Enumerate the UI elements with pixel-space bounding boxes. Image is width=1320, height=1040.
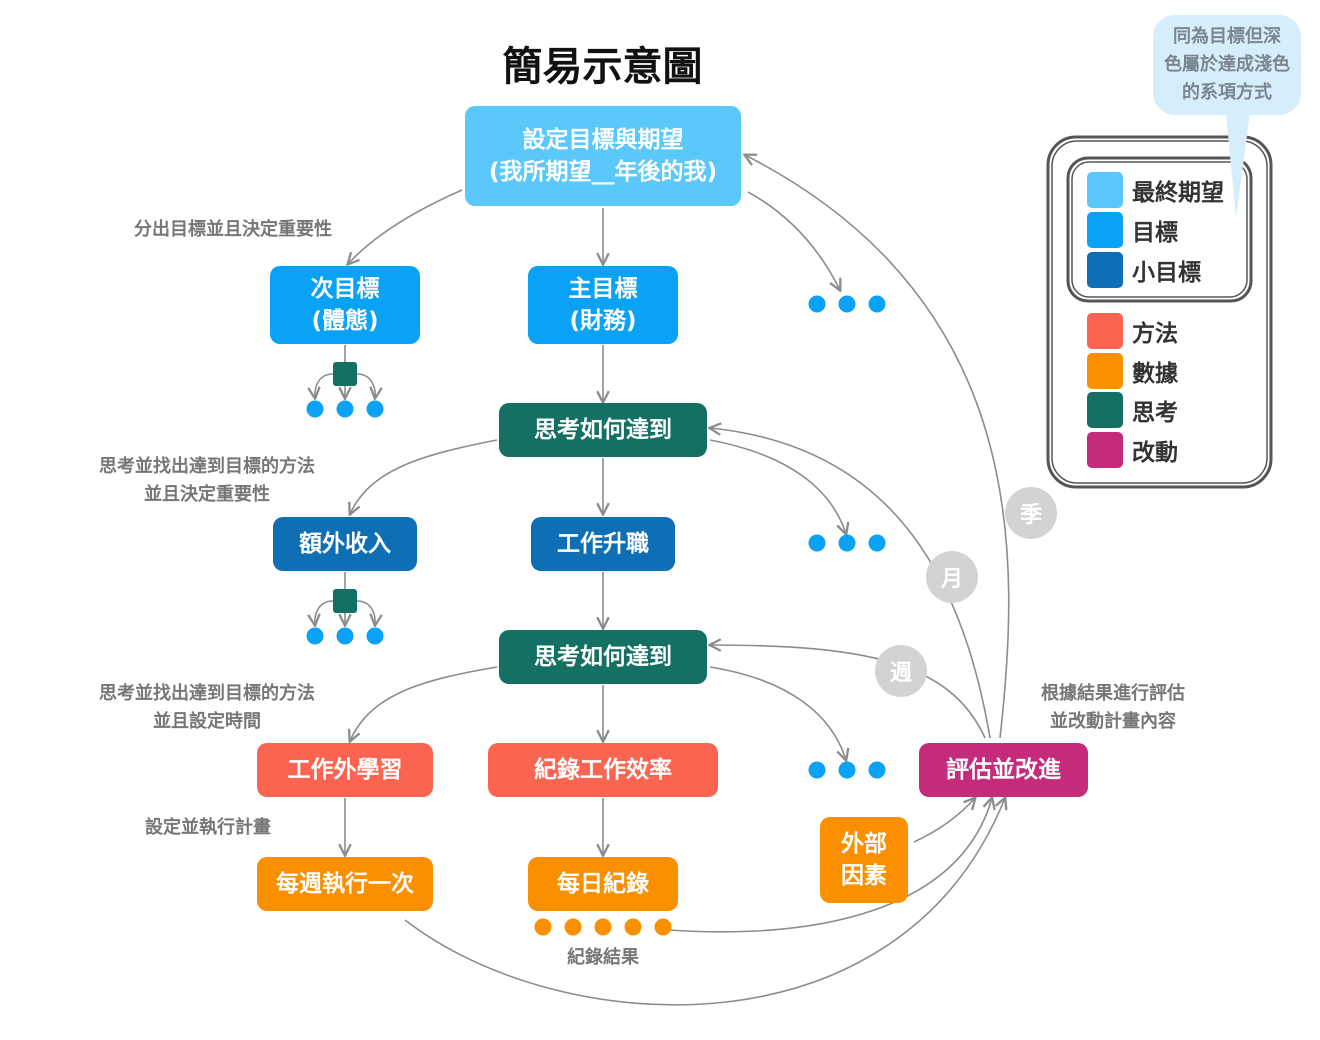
arrow-think2-to-learning bbox=[350, 666, 498, 741]
node-goal-root: 設定目標與期望 (我所期望__年後的我) bbox=[465, 106, 741, 206]
label-split-goals: 分出目標並且決定重要性 bbox=[134, 219, 332, 240]
arrow-think1-to-income bbox=[350, 439, 498, 514]
arrow-weekly-to-evaluate bbox=[404, 798, 1005, 1006]
more-dot bbox=[336, 627, 354, 645]
legend-swatch bbox=[1087, 353, 1123, 389]
legend-frame-inner-2 bbox=[1071, 161, 1248, 298]
legend-swatch bbox=[1087, 212, 1123, 248]
more-dot bbox=[838, 761, 856, 779]
more-dot bbox=[366, 400, 384, 418]
more-dot bbox=[306, 627, 324, 645]
legend-note: 同為目標但深 色屬於達成淺色 的系項方式 bbox=[1153, 15, 1301, 115]
arrow-external-to-evaluate bbox=[913, 798, 975, 843]
more-dot bbox=[808, 534, 826, 552]
label-record-result: 紀錄結果 bbox=[567, 947, 639, 968]
record-dot bbox=[534, 918, 552, 936]
legend-swatch bbox=[1087, 172, 1123, 208]
arrow-records-to-evaluate bbox=[667, 798, 992, 933]
more-dot bbox=[868, 295, 886, 313]
label-find-method-priority: 思考並找出達到目標的方法 並且決定重要性 bbox=[99, 456, 315, 505]
arrow-evaluate-to-root bbox=[745, 155, 1010, 739]
legend-item-method: 方法 bbox=[1087, 313, 1178, 349]
legend-label: 最終期望 bbox=[1132, 180, 1224, 206]
legend-item-goal: 目標 bbox=[1087, 212, 1178, 248]
arrow-evaluate-to-think2 bbox=[710, 645, 986, 739]
arrow-think1-to-more bbox=[709, 439, 846, 534]
more-dot bbox=[336, 400, 354, 418]
split-arrow-income-right bbox=[356, 600, 375, 625]
split-arrow-body-left bbox=[315, 373, 334, 398]
legend-label: 改動 bbox=[1132, 440, 1178, 466]
node-job-promotion: 工作升職 bbox=[531, 517, 675, 571]
more-dot bbox=[868, 761, 886, 779]
node-secondary-goal: 次目標 (體態) bbox=[270, 266, 420, 344]
split-think-square-income bbox=[333, 589, 357, 613]
legend-item-data: 數據 bbox=[1087, 353, 1178, 389]
label-find-method-time: 思考並找出達到目標的方法 並且設定時間 bbox=[99, 683, 315, 732]
arrow-root-to-secondary bbox=[348, 189, 463, 264]
legend-label: 方法 bbox=[1132, 321, 1178, 347]
more-dot bbox=[868, 534, 886, 552]
period-season-bubble: 季 bbox=[1005, 487, 1057, 539]
legend-label: 目標 bbox=[1132, 220, 1178, 246]
node-record-efficiency: 紀錄工作效率 bbox=[488, 743, 718, 797]
legend-frame-outer bbox=[1046, 135, 1273, 489]
node-think-2: 思考如何達到 bbox=[499, 630, 707, 684]
node-think-1: 思考如何達到 bbox=[499, 403, 707, 457]
node-weekly-once: 每週執行一次 bbox=[257, 857, 433, 911]
node-extra-income: 額外收入 bbox=[273, 517, 417, 571]
split-think-square-body bbox=[333, 362, 357, 386]
record-dot bbox=[564, 918, 582, 936]
legend-item-sub-goal: 小目標 bbox=[1087, 252, 1201, 288]
legend-item-change: 改動 bbox=[1087, 432, 1178, 468]
legend-label: 小目標 bbox=[1132, 260, 1201, 286]
more-dot bbox=[838, 534, 856, 552]
legend-label: 數據 bbox=[1132, 361, 1178, 387]
node-main-goal: 主目標 (財務) bbox=[528, 266, 678, 344]
period-month-bubble: 月 bbox=[926, 551, 978, 603]
legend-frame-inner bbox=[1066, 156, 1253, 303]
more-dot bbox=[838, 295, 856, 313]
label-set-execute-plan: 設定並執行計畫 bbox=[145, 817, 271, 838]
node-external-factors: 外部 因素 bbox=[820, 817, 908, 903]
arrow-think2-to-more bbox=[709, 666, 846, 760]
legend-frame-outer-2 bbox=[1051, 140, 1268, 484]
split-arrow-income-left bbox=[315, 600, 334, 625]
more-dot bbox=[808, 761, 826, 779]
period-week-bubble: 週 bbox=[875, 645, 927, 697]
legend-swatch bbox=[1087, 392, 1123, 428]
arrow-evaluate-to-think1 bbox=[710, 428, 991, 739]
record-dot bbox=[654, 918, 672, 936]
arrow-root-to-more bbox=[747, 191, 840, 290]
more-dot bbox=[808, 295, 826, 313]
node-evaluate-improve: 評估並改進 bbox=[919, 743, 1088, 797]
legend-swatch bbox=[1087, 432, 1123, 468]
diagram-title: 簡易示意圖 bbox=[502, 44, 703, 90]
more-dot bbox=[366, 627, 384, 645]
note-tail bbox=[1226, 113, 1250, 218]
legend-item-final-goal: 最終期望 bbox=[1087, 172, 1224, 208]
record-dot bbox=[624, 918, 642, 936]
split-arrow-body-right bbox=[356, 373, 375, 398]
legend-item-thinking: 思考 bbox=[1087, 392, 1178, 428]
legend-swatch bbox=[1087, 313, 1123, 349]
label-evaluate-by-result: 根據結果進行評估 並改動計畫內容 bbox=[1041, 683, 1185, 732]
more-dot bbox=[306, 400, 324, 418]
legend-label: 思考 bbox=[1132, 400, 1178, 426]
record-dot bbox=[594, 918, 612, 936]
legend-swatch bbox=[1087, 252, 1123, 288]
node-outside-learning: 工作外學習 bbox=[257, 743, 433, 797]
node-daily-record: 每日紀錄 bbox=[528, 857, 678, 911]
